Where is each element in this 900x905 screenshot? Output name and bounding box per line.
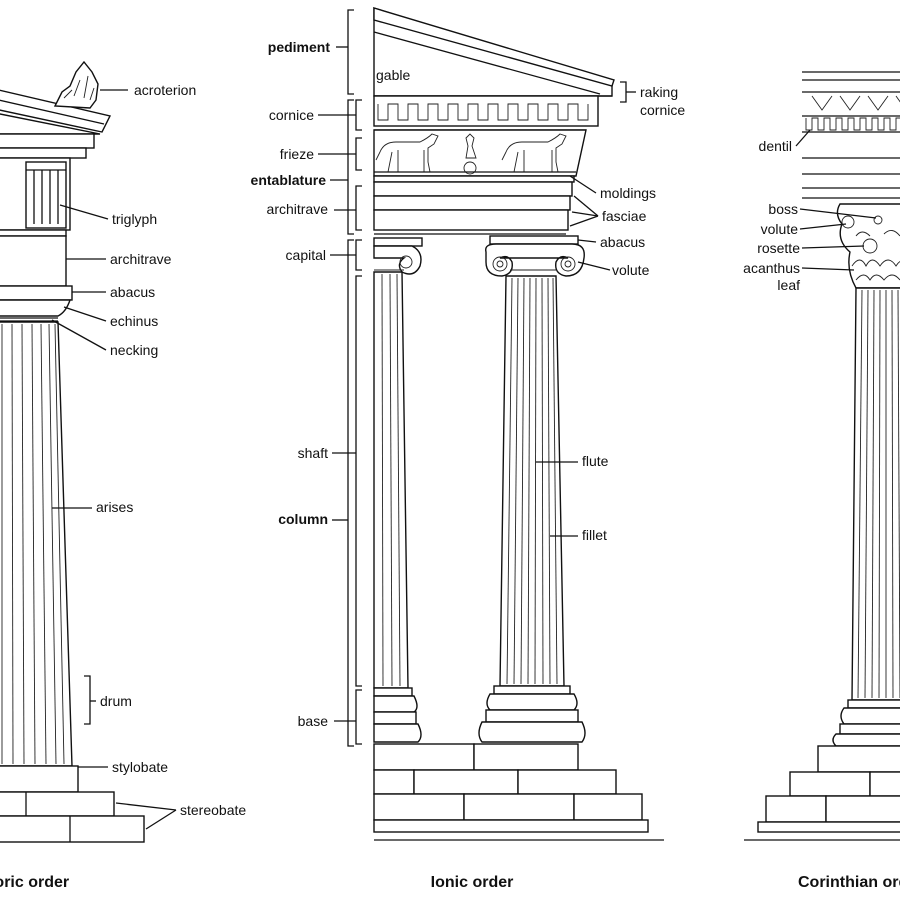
acroterion-ornament: [53, 60, 99, 109]
label-rosette: rosette: [757, 240, 800, 256]
label-volute-corinthian: volute: [761, 221, 799, 237]
label-arises: arises: [96, 499, 133, 515]
label-raking-1: raking: [640, 84, 678, 100]
title-corinthian-order: Corinthian order: [798, 874, 900, 891]
label-fillet: fillet: [582, 527, 607, 543]
ionic-fascia-2: [373, 195, 571, 211]
title-ionic-order: Ionic order: [431, 874, 514, 891]
label-column: column: [278, 511, 328, 527]
label-pediment: pediment: [268, 39, 331, 55]
label-frieze: frieze: [280, 146, 314, 162]
doric-order-drawing: [0, 60, 145, 843]
stylobate-step: [0, 765, 79, 793]
label-flute: flute: [582, 453, 609, 469]
ionic-raking-cornice: [373, 7, 615, 87]
doric-architrave: [0, 235, 67, 287]
frieze-horse-left: [375, 133, 439, 173]
title-doric-order: Doric order: [0, 874, 69, 891]
corinthian-step-3: [765, 795, 827, 823]
label-abacus-doric: abacus: [110, 284, 155, 300]
label-stereobate: stereobate: [180, 802, 246, 818]
ionic-brackets: [318, 9, 362, 747]
label-triglyph: triglyph: [112, 211, 157, 227]
doric-leaders: [51, 89, 177, 830]
corinthian-volute-spiral: [841, 215, 855, 229]
corinthian-boss: [873, 215, 883, 225]
label-echinus: echinus: [110, 313, 158, 329]
label-entablature: entablature: [251, 172, 327, 188]
label-abacus-ionic: abacus: [600, 234, 645, 250]
frieze-charioteer: [465, 133, 477, 159]
doric-echinus: [0, 299, 71, 317]
label-gable: gable: [376, 67, 410, 83]
doric-abacus: [0, 285, 73, 301]
corinthian-order-drawing: [744, 71, 900, 841]
ionic-frieze: [373, 129, 587, 177]
label-acanthus-1: acanthus: [743, 260, 800, 276]
ionic-left-column: [373, 237, 423, 743]
label-boss: boss: [768, 201, 798, 217]
label-necking: necking: [110, 342, 158, 358]
ionic-step-1: [373, 743, 475, 771]
corinthian-shaft: [851, 287, 900, 701]
label-architrave-ionic: architrave: [267, 201, 329, 217]
ionic-step-2: [373, 769, 415, 795]
ionic-right-leaders: [536, 81, 636, 537]
ionic-right-column: [478, 235, 586, 743]
label-moldings: moldings: [600, 185, 656, 201]
label-volute-ionic: volute: [612, 262, 650, 278]
label-shaft: shaft: [298, 445, 328, 461]
label-base: base: [298, 713, 329, 729]
doric-flutes: [1, 323, 65, 765]
ionic-moldings: [373, 175, 575, 183]
label-capital: capital: [286, 247, 326, 263]
ionic-fascia-1: [373, 181, 573, 197]
ionic-fascia-3: [373, 209, 569, 231]
ionic-abacus: [489, 235, 579, 245]
stereobate-step-2: [0, 815, 145, 843]
corinthian-dentils: [805, 117, 900, 131]
corinthian-step-1: [817, 745, 900, 773]
corinthian-leaders: [795, 129, 877, 271]
corinthian-flutes: [857, 289, 900, 699]
label-stylobate: stylobate: [112, 759, 168, 775]
label-dentil: dentil: [759, 138, 792, 154]
triglyph-block: [25, 161, 67, 229]
frieze-horse-right: [501, 133, 567, 173]
label-acanthus-2: leaf: [777, 277, 800, 293]
corinthian-step-2: [789, 771, 871, 797]
ionic-volute-capital: [485, 243, 585, 277]
ionic-step-3: [373, 793, 465, 821]
label-fasciae: fasciae: [602, 208, 647, 224]
label-drum: drum: [100, 693, 132, 709]
label-acroterion: acroterion: [134, 82, 196, 98]
ionic-order-drawing: [373, 7, 664, 841]
doric-shaft: [0, 321, 73, 767]
ionic-cornice: [373, 95, 599, 127]
ionic-flutes: [506, 277, 558, 685]
label-cornice: cornice: [269, 107, 314, 123]
stereobate-step-1: [0, 791, 115, 817]
label-architrave-doric: architrave: [110, 251, 172, 267]
label-raking-2: cornice: [640, 102, 685, 118]
